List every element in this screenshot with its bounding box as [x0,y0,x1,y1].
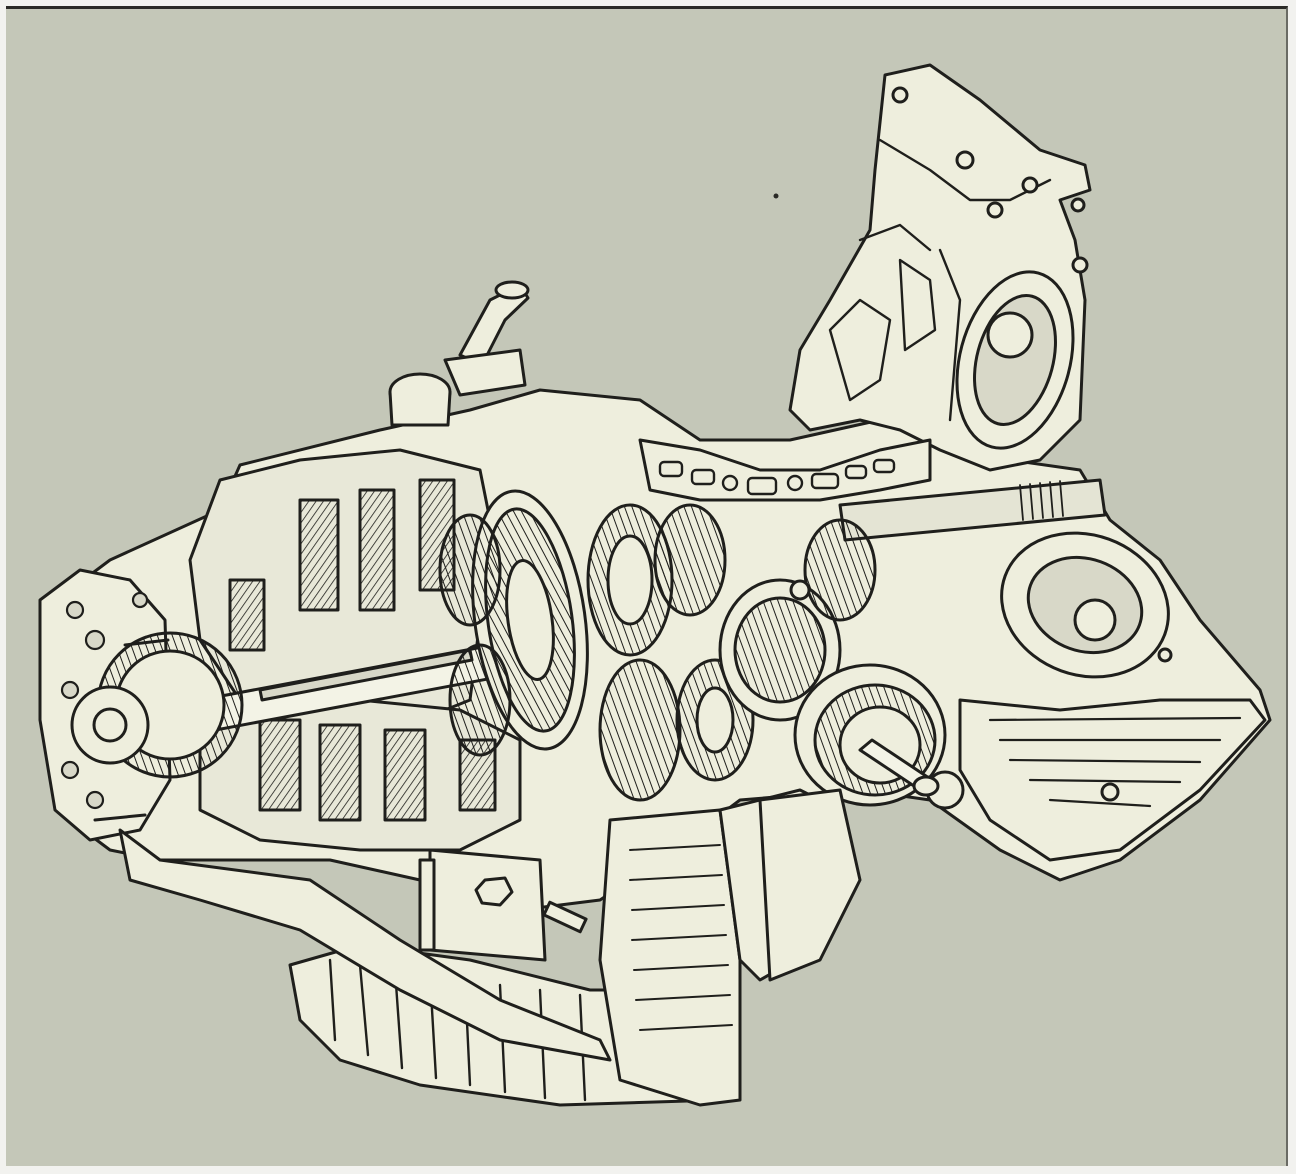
bolt-2 [1071,256,1089,274]
bolt-4 [789,579,811,601]
front-cover-cutouts [60,591,149,810]
mount-bracket-ribs [828,138,1052,422]
helical-gear-3 [598,658,682,802]
planet-gear-lower [448,643,512,757]
upper-rib-beam [638,438,932,502]
lower-pack-2 [318,723,362,822]
valve-body [598,808,742,1107]
helical-gear-2 [653,503,727,617]
bolt-3 [1157,647,1173,663]
bevel-diff-teeth [733,596,827,704]
ring-gear-hub [505,559,555,681]
mount-hole-1 [891,86,909,104]
front-cover-hub [92,707,128,743]
clutch-pack-2 [358,488,396,612]
diff-bevel-upper [803,518,877,622]
solenoid-pin [542,900,588,934]
mount-nut [474,876,514,907]
valve-body-ribs [629,844,733,1031]
filter-canister [758,788,862,982]
clutch-pack-1 [298,498,340,612]
upper-diff-hub [986,311,1034,359]
lower-diff-hub [1073,598,1117,642]
filler-neck [388,390,452,427]
front-cover-studs [93,638,170,822]
lower-pack-3 [383,728,427,822]
mount-hole-4 [1021,176,1039,194]
beam-cutouts [658,458,896,496]
flange-bolt-1 [1100,782,1120,802]
cap-bracket [443,348,527,397]
flange-ribs [988,716,1242,808]
helical-gear-1-face [606,534,654,626]
breather-tube-mouth [494,280,530,300]
mount-hole-2 [955,150,975,170]
mount-hole-3 [986,201,1004,219]
helical-gear-4-face [695,686,735,754]
lower-pack-1 [258,718,302,812]
output-stub-end [912,775,940,797]
ink-speck [773,193,779,199]
top-shaft-splines [1019,480,1064,521]
bolt-1 [1070,197,1086,213]
clutch-pack-4 [228,578,266,652]
mount-stud-left [418,858,436,952]
skid-plate [118,828,612,1062]
planet-gear-upper [438,513,502,627]
